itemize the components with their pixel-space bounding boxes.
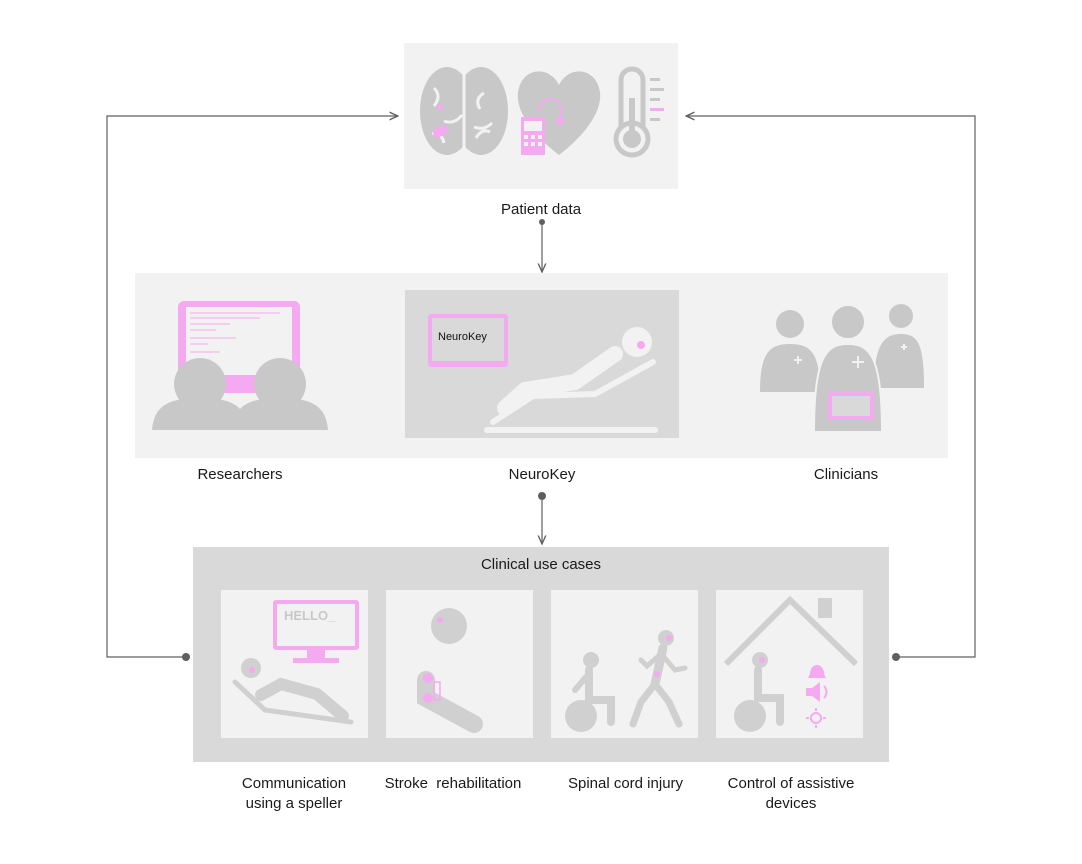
bell-icon (808, 665, 826, 678)
use-case-stroke-label: Stroke rehabilitation (384, 775, 522, 792)
patient-data-label: Patient data (500, 201, 582, 218)
stroke-rehab-icon (417, 608, 483, 733)
use-case-stroke (386, 590, 533, 738)
sun-icon (806, 708, 826, 728)
use-case-spinal (551, 590, 698, 738)
neurokey-node: NeuroKey (405, 290, 679, 438)
clinical-use-cases-title: Clinical use cases (480, 556, 602, 573)
spinal-cord-icon (565, 630, 688, 732)
neurokey-label: NeuroKey (508, 466, 576, 483)
use-case-assistive (716, 590, 863, 738)
brain-icon (420, 67, 508, 155)
right-loop-connector (686, 116, 976, 661)
neurokey-to-usecases-connector (538, 492, 546, 544)
assistive-home-icon (723, 595, 859, 732)
reclining-patient-icon (484, 327, 658, 433)
clinicians-label: Clinicians (813, 466, 879, 483)
use-case-speller: HELLO_ (221, 590, 368, 738)
researchers-node (150, 298, 330, 433)
clinicians-icon (760, 304, 924, 433)
phone-icon (521, 117, 545, 155)
thermometer-icon (613, 66, 664, 158)
speaker-icon (806, 682, 828, 702)
speller-icon (232, 600, 359, 725)
clinicians-node (756, 300, 926, 433)
patient-to-neurokey-connector (539, 219, 545, 272)
use-case-assistive-label: Control of assistive devices (727, 775, 855, 812)
patient-data-panel (404, 43, 678, 189)
researchers-icon (152, 301, 328, 430)
neurokey-screen-text: NeuroKey (438, 331, 487, 343)
left-loop-connector (106, 116, 398, 661)
patient-data-icons (420, 66, 664, 158)
clinical-use-cases-panel: Clinical use cases HELLO_ (193, 547, 889, 762)
use-case-speller-label: Communication using a speller (241, 775, 347, 812)
researchers-label: Researchers (197, 466, 283, 483)
use-case-spinal-label: Spinal cord injury (567, 775, 684, 792)
speller-screen-text: HELLO_ (284, 608, 336, 623)
neurokey-screen: NeuroKey (428, 314, 508, 367)
